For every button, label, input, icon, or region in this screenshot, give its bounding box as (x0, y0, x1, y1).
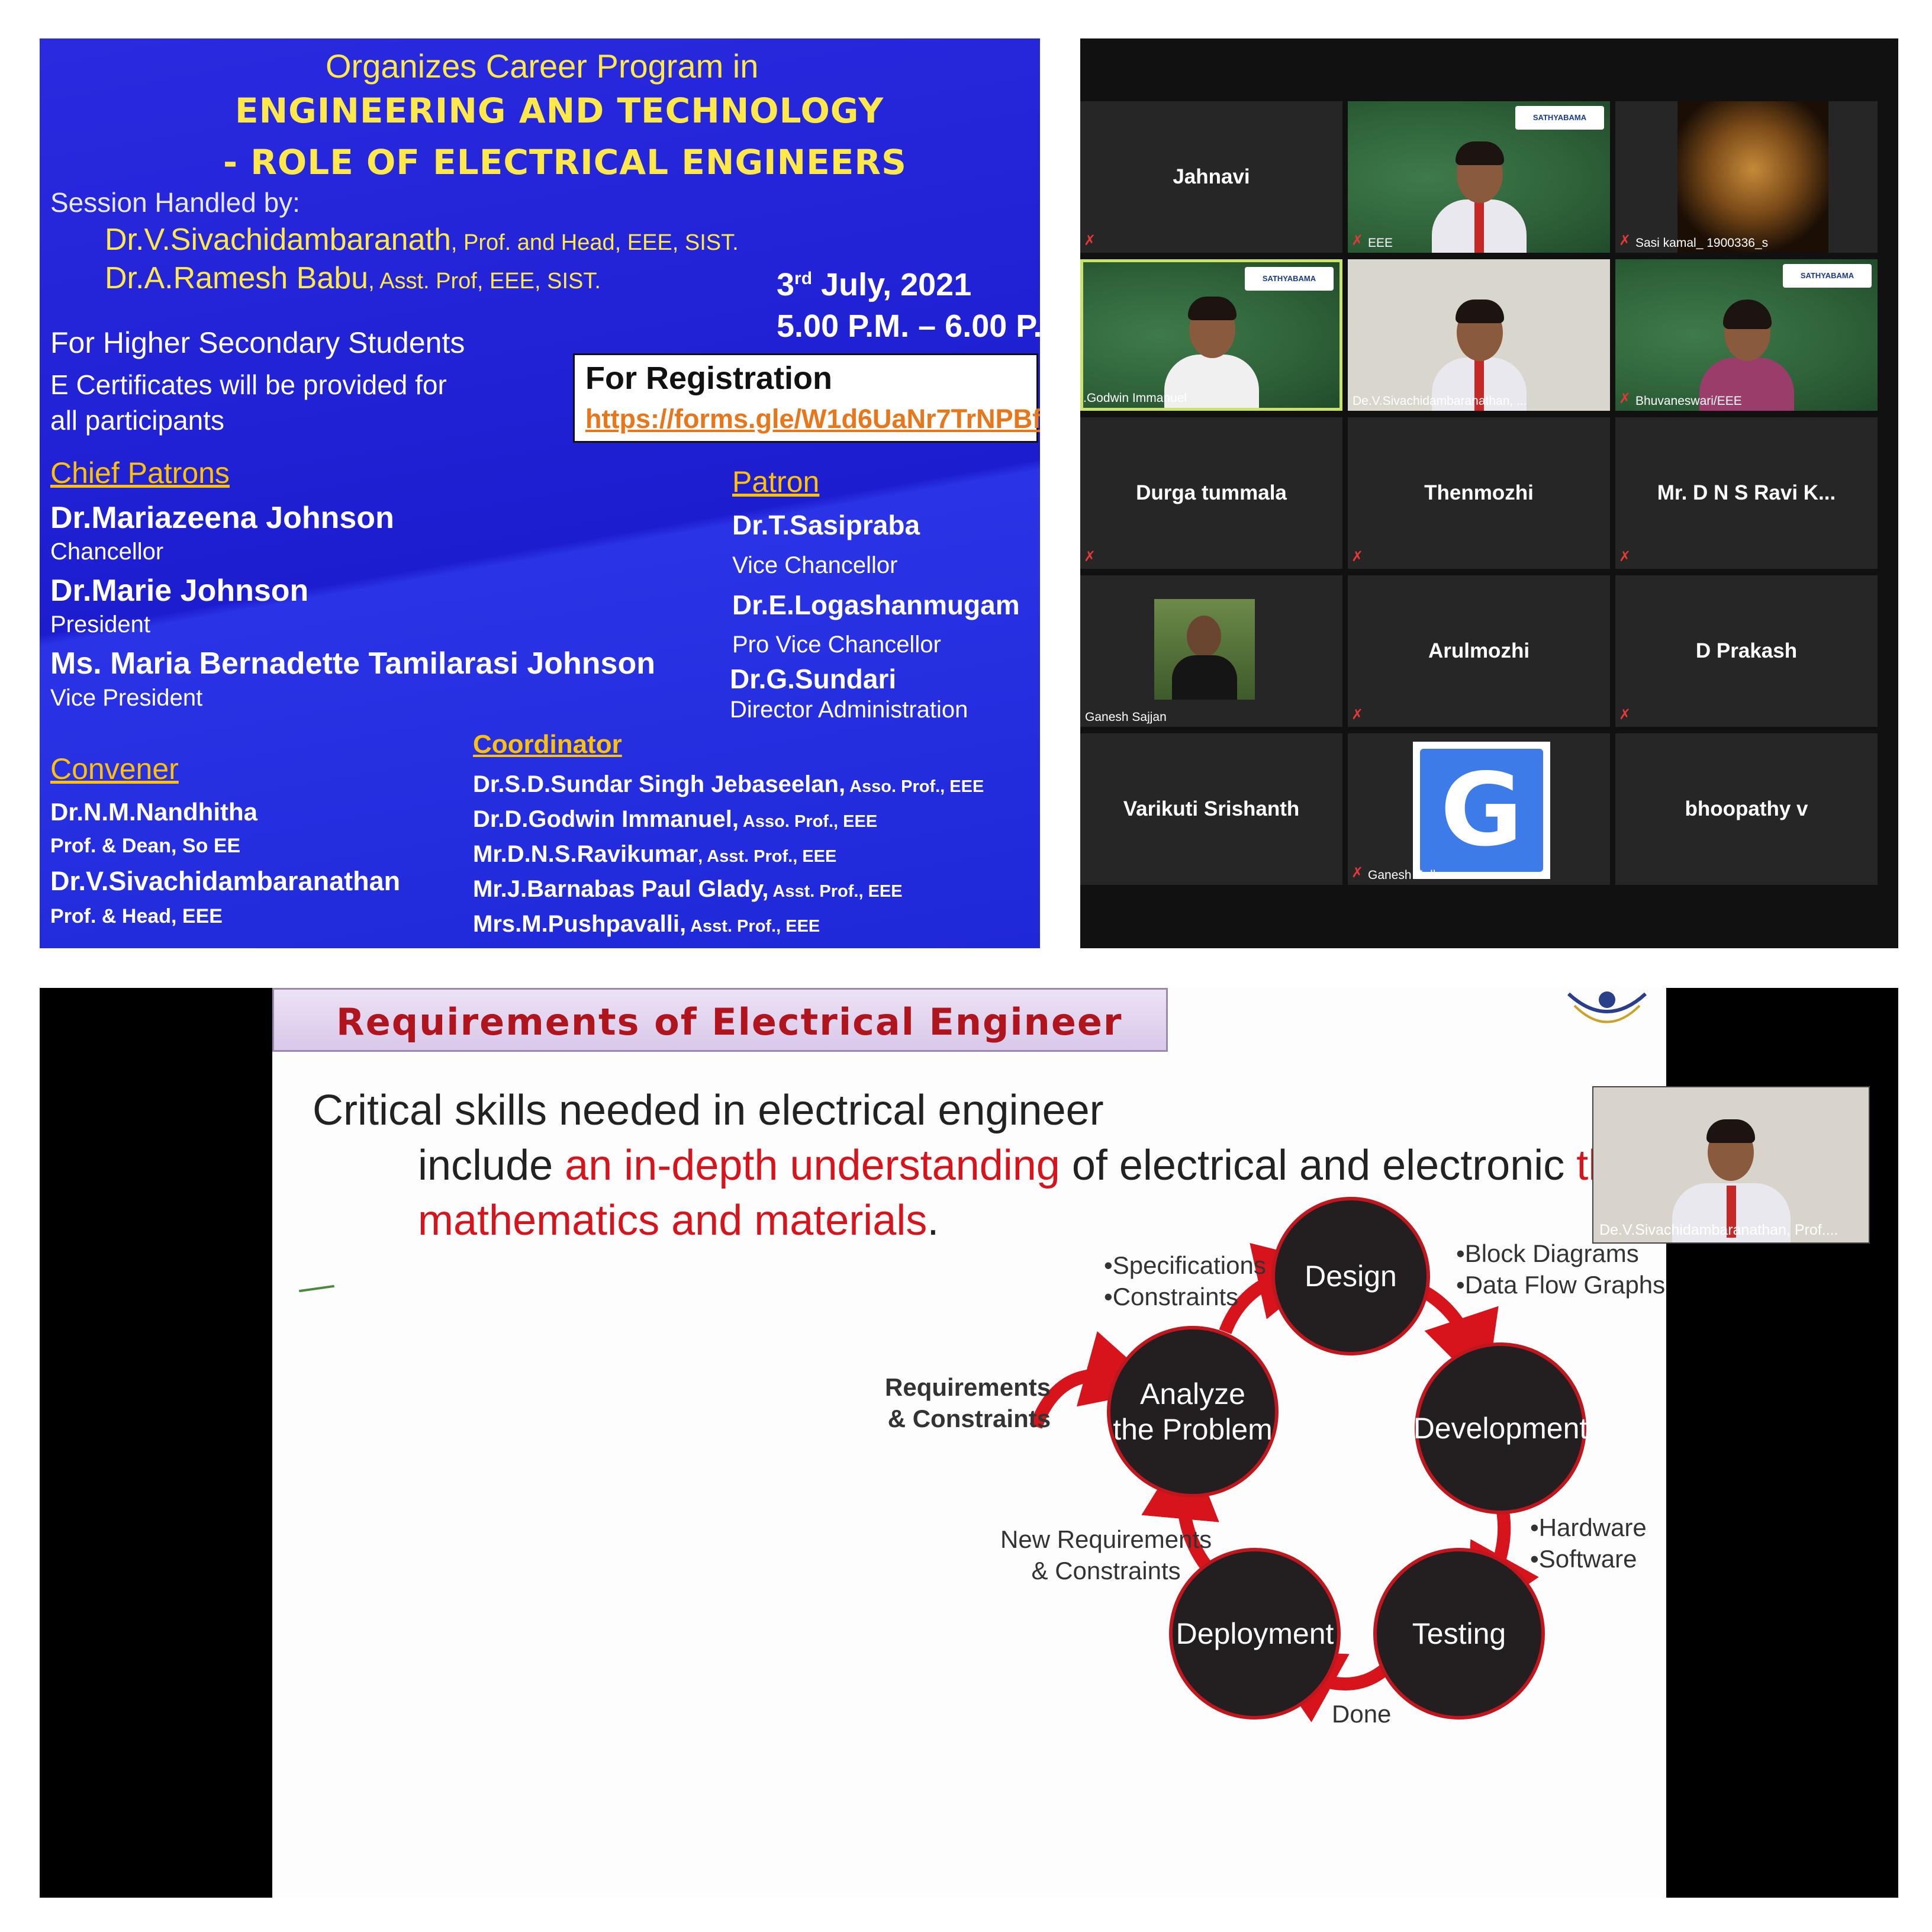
participant-tile-active-speaker[interactable]: SATHYABAMA .Godwin Immanuel (1080, 259, 1342, 411)
session-label: Session Handled by: (50, 187, 300, 218)
participant-tile[interactable]: Durga tummala ✗ (1080, 417, 1342, 569)
patron-heading: Patron (732, 465, 820, 498)
participant-tile[interactable]: D Prakash ✗ (1615, 575, 1878, 727)
chief-patrons-heading: Chief Patrons (50, 456, 230, 490)
audience: For Higher Secondary Students (50, 326, 465, 359)
patron-role: Director Administration (730, 697, 968, 723)
coordinator-entry: Mr.D.N.S.Ravikumar, Asst. Prof., EEE (473, 841, 837, 867)
participant-tile[interactable]: Varikuti Srishanth (1080, 733, 1342, 885)
participant-tile[interactable]: Mr. D N S Ravi K... ✗ (1615, 417, 1878, 569)
convener-name: Dr.N.M.Nandhitha (50, 798, 258, 826)
institution-emblem-icon (1563, 988, 1651, 1035)
slide-text-line3: mathematics and materials. (418, 1197, 939, 1244)
cycle-development: Development (1413, 1342, 1588, 1514)
participant-video (1699, 292, 1794, 411)
patron-role: Pro Vice Chancellor (732, 632, 941, 658)
chief-patron-role: Chancellor (50, 539, 164, 565)
google-avatar: G (1413, 742, 1550, 879)
participant-tile[interactable]: Ganesh Sajjan (1080, 575, 1342, 727)
mic-muted-icon: ✗ (1351, 865, 1364, 881)
participant-tile[interactable]: SATHYABAMA ✗ EEE (1348, 101, 1610, 253)
video-call-grid: Jahnavi ✗ SATHYABAMA ✗ EEE ✗ Sasi kamal_… (1080, 38, 1898, 948)
convener-role: Prof. & Head, EEE (50, 905, 223, 928)
note-specifications: •Specifications •Constraints (1104, 1251, 1266, 1310)
slide-text-line2: include an in-depth understanding of ele… (418, 1142, 1704, 1189)
mic-muted-icon: ✗ (1619, 549, 1631, 565)
patron-name: Dr.T.Sasipraba (732, 510, 920, 540)
chief-patron-name: Ms. Maria Bernadette Tamilarasi Johnson (50, 646, 655, 681)
participant-video (1431, 134, 1527, 253)
registration-box: For Registration https://forms.gle/W1d6U… (573, 353, 1040, 443)
coordinator-entry: Dr.S.D.Sundar Singh Jebaseelan, Asso. Pr… (473, 771, 984, 797)
patron-role: Vice Chancellor (732, 552, 898, 578)
mic-muted-icon: ✗ (1619, 391, 1631, 407)
slide-text-line1: Critical skills needed in electrical eng… (313, 1087, 1104, 1134)
chief-patron-name: Dr.Mariazeena Johnson (50, 501, 394, 535)
event-date: 3rd July, 2021 (777, 267, 972, 302)
participant-video (1431, 292, 1527, 411)
mic-muted-icon: ✗ (1619, 707, 1631, 723)
note-block-diagrams: •Block Diagrams •Data Flow Graphs (1456, 1239, 1666, 1299)
mic-muted-icon: ✗ (1084, 549, 1096, 565)
cycle-testing: Testing (1373, 1548, 1545, 1720)
convener-name: Dr.V.Sivachidambaranathan (50, 866, 401, 896)
poster-line1: Organizes Career Program in (326, 47, 759, 85)
slide-title: Requirements of Electrical Engineer (336, 1000, 1123, 1044)
note-requirements: Requirements & Constraints (885, 1373, 1051, 1432)
poster-title-line3: - ROLE OF ELECTRICAL ENGINEERS (223, 142, 907, 182)
event-time: 5.00 P.M. – 6.00 P.M. (777, 308, 1040, 344)
coordinator-entry: Mr.J.Barnabas Paul Glady, Asst. Prof., E… (473, 876, 903, 902)
coordinator-heading: Coordinator (473, 730, 622, 759)
note-new-requirements: New Requirements & Constraints (1000, 1525, 1212, 1585)
participant-tile[interactable]: ✗ Sasi kamal_ 1900336_s (1615, 101, 1878, 253)
convener-role: Prof. & Dean, So EE (50, 835, 241, 857)
participant-tile[interactable]: SATHYABAMA ✗ Bhuvaneswari/EEE (1615, 259, 1878, 411)
participant-tile[interactable]: Thenmozhi ✗ (1348, 417, 1610, 569)
cycle-design: Design (1271, 1197, 1430, 1355)
google-g-icon: G (1420, 749, 1543, 872)
mic-muted-icon: ✗ (1619, 233, 1631, 249)
presenter-video (1672, 1112, 1791, 1242)
certificate-line1: E Certificates will be provided for (50, 369, 447, 400)
coordinator-entry: Mrs.M.Pushpavalli, Asst. Prof., EEE (473, 911, 820, 937)
patron-name: Dr.G.Sundari (730, 664, 897, 694)
participant-video (1164, 289, 1259, 408)
registration-link[interactable]: https://forms.gle/W1d6UaNr7TrNPBfX6 (585, 404, 1040, 434)
participant-tile[interactable]: Jahnavi ✗ (1080, 101, 1342, 253)
presenter-label: De.V.Sivachidambaranathan, Prof.... (1599, 1222, 1838, 1238)
lion-avatar-image (1677, 101, 1828, 253)
event-poster: Organizes Career Program in ENGINEERING … (40, 38, 1040, 948)
chief-patron-role: President (50, 611, 150, 637)
note-done: Done (1332, 1700, 1392, 1728)
convener-heading: Convener (50, 752, 179, 785)
presenter-video-pip[interactable]: De.V.Sivachidambaranathan, Prof.... (1592, 1086, 1870, 1244)
coordinator-entry: Dr.D.Godwin Immanuel, Asso. Prof., EEE (473, 806, 878, 832)
cycle-analyze: Analyze the Problem (1107, 1326, 1279, 1498)
sathyabama-logo: SATHYABAMA (1515, 106, 1604, 130)
slide-title-bar: Requirements of Electrical Engineer (272, 988, 1168, 1052)
registration-label: For Registration (585, 360, 833, 396)
chief-patron-name: Dr.Marie Johnson (50, 574, 309, 608)
mic-muted-icon: ✗ (1351, 707, 1364, 723)
mic-muted-icon: ✗ (1351, 549, 1364, 565)
participant-tile[interactable]: bhoopathy v (1615, 733, 1878, 885)
certificate-line2: all participants (50, 405, 225, 436)
mic-muted-icon: ✗ (1084, 233, 1096, 249)
participant-tile[interactable]: G ✗ Ganesh Kolluru (1348, 733, 1610, 885)
cycle-deployment: Deployment (1169, 1548, 1341, 1720)
note-hardware-software: •Hardware •Software (1530, 1514, 1647, 1573)
chief-patron-role: Vice President (50, 685, 203, 711)
speaker-1: Dr.V.Sivachidambaranath, Prof. and Head,… (105, 223, 739, 257)
speaker-2: Dr.A.Ramesh Babu, Asst. Prof, EEE, SIST. (105, 261, 601, 295)
participant-photo (1154, 599, 1255, 700)
patron-name: Dr.E.Logashanmugam (732, 590, 1020, 620)
participant-tile[interactable]: Arulmozhi ✗ (1348, 575, 1610, 727)
poster-title-line2: ENGINEERING AND TECHNOLOGY (235, 91, 884, 131)
participant-tile[interactable]: De.V.Sivachidambaranathan, ... (1348, 259, 1610, 411)
mic-muted-icon: ✗ (1351, 233, 1364, 249)
